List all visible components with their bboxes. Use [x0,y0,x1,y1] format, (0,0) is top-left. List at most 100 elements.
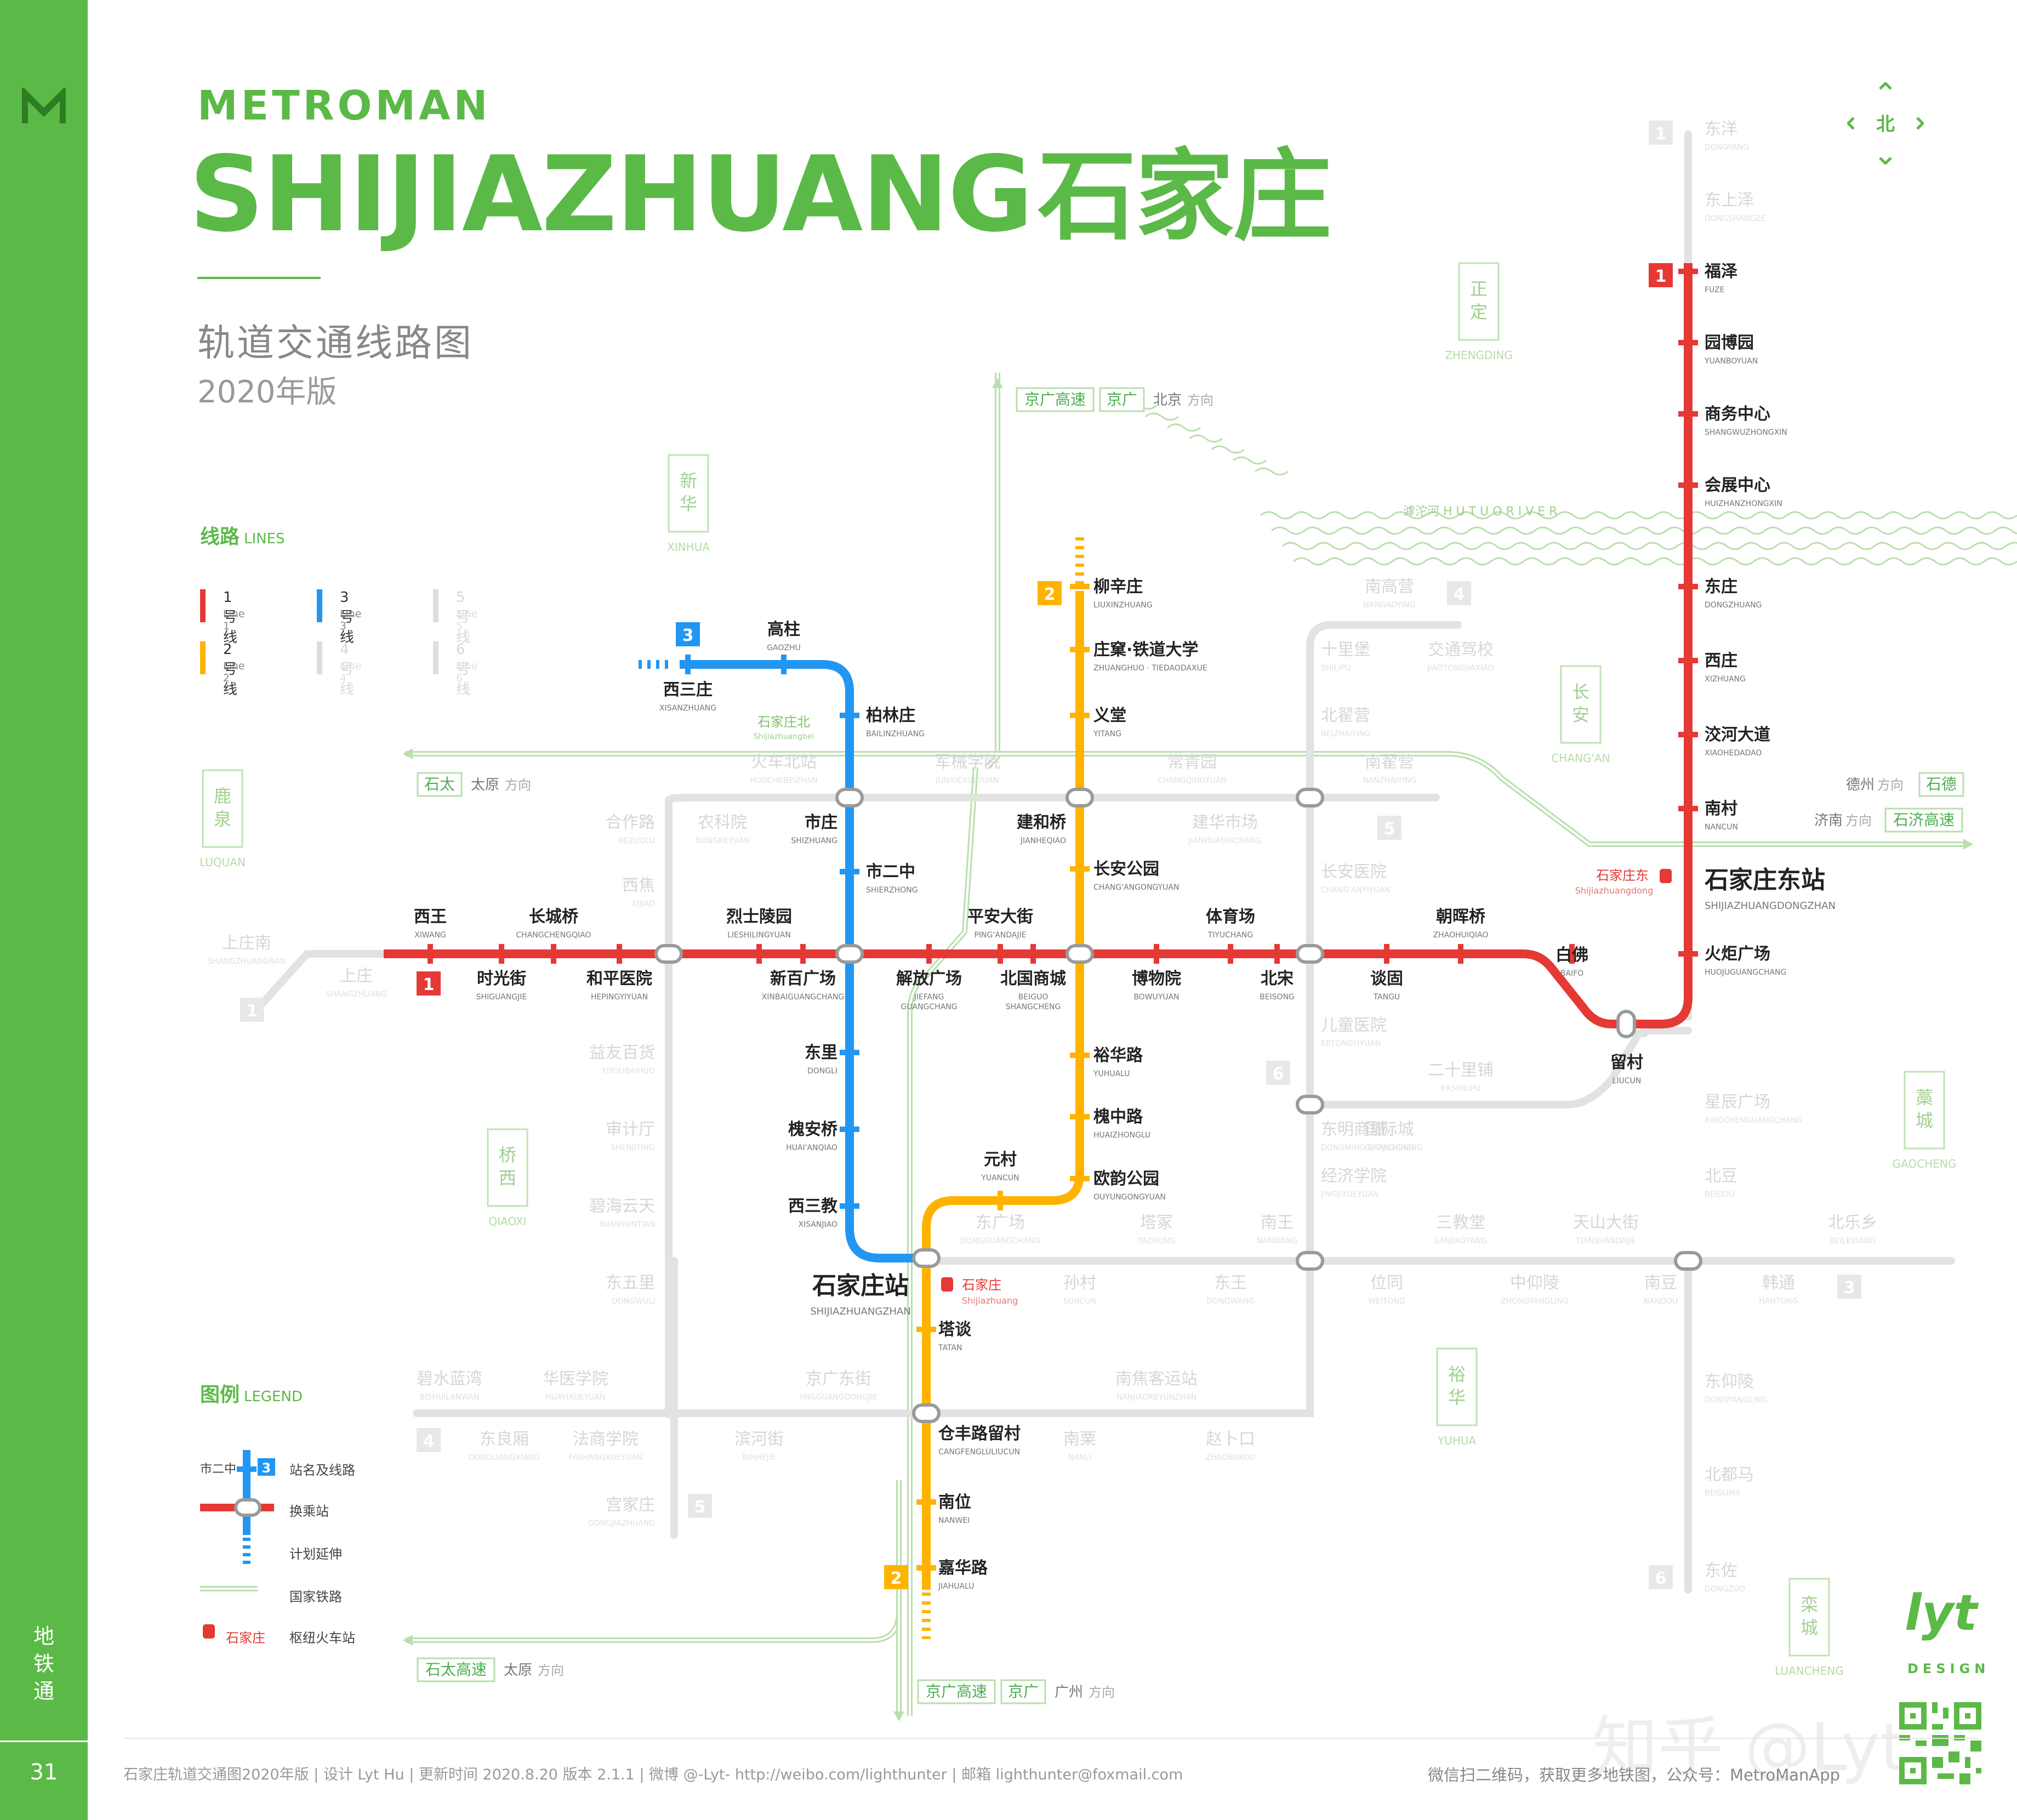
rail-track-inner [406,753,1968,845]
line1-station-en: TIYUCHANG [1207,931,1253,940]
planned-station-en: SHANGZHUANG [326,990,387,999]
planned-line-badge-number: 1 [1655,124,1667,144]
river-wave [1282,542,2017,550]
line1-station: 西庄 [1705,651,1737,670]
line1-station: 福泽 [1704,262,1737,281]
line1-station: 西王 [414,907,447,926]
rail-dir-beijing-tag [1016,387,1095,412]
line3-station: 市二中 [866,862,915,881]
legend-hub-sample: 石家庄 [226,1630,265,1646]
planned-station-en: NANLI [1068,1453,1091,1462]
planned-station-en: CHANGQINGYUAN [1158,776,1227,785]
line1-station: 东庄 [1705,577,1737,596]
planned-station-en: JINGJIXUEYUAN [1320,1190,1378,1199]
line3-station: 石家庄站 [812,1272,909,1300]
interchange-station [1674,1251,1702,1271]
line2-station-en: ZHUANGHUO · TIEDAODAXUE [1093,664,1207,673]
rail-dir-jinan-city: 济南 [1814,812,1843,829]
planned-station-en: NONGKEYUAN [695,837,750,845]
line1-station-en: GUANGCHANG [901,1003,957,1011]
sidebar-vertical-text: 地 铁 通 [33,1624,54,1703]
line1-station: 石家庄东站 [1705,866,1825,894]
line3-badge-number: 3 [682,626,694,645]
planned-station-en: JINGGUANGDONGJIE [799,1393,878,1402]
rail-station-east: 石家庄东 [1596,868,1649,883]
interchange-station [1296,944,1324,964]
line2-badge-number: 2 [891,1569,902,1588]
district-name: 城 [1916,1110,1933,1131]
river-wave [1167,423,1201,432]
planned-station-en: BEIDUMA [1705,1489,1741,1498]
line1-badge [1649,263,1673,287]
planned-station: 北都马 [1705,1465,1754,1485]
rail-station-north: 石家庄北 [757,714,810,730]
line2-station-en: YITANG [1093,730,1121,738]
district-name: 定 [1470,302,1488,322]
district-box [202,769,243,848]
rail-track-inner [909,767,977,1716]
planned-station-en: XINGCHENGUANGCHANG [1705,1116,1802,1125]
planned-station: 塔冢 [1140,1213,1173,1232]
line2-station: 嘉华路 [938,1559,988,1578]
planned-line-badge-number: 5 [694,1498,706,1517]
rail-dir-taiyuan-hs-city: 太原 [504,1662,532,1679]
line-legend-label-en: Line 5 [456,608,478,632]
district-box [1560,665,1602,744]
district-name: 安 [1572,704,1589,725]
planned-station-en: HEZUOLU [618,837,655,845]
rail-dir-taiyuan-hs-tag-text: 石太高速 [425,1660,487,1679]
planned-station: 南焦客运站 [1115,1369,1198,1389]
planned-station: 韩通 [1762,1273,1795,1293]
qr-code-icon[interactable] [1899,1702,1981,1784]
district-name-en: CHANG'AN [1551,752,1610,765]
planned-station-en: ERTONGYIYUAN [1321,1039,1381,1048]
line1-station: 北国商城 [1000,969,1066,988]
line1-station-en: JIEFANG [914,993,944,1002]
line1-station-en: YUANBOYUAN [1704,357,1758,366]
planned-station-en: NANGAOYING [1364,601,1416,610]
line2-station: 南位 [938,1493,971,1512]
planned-station-en: JIAOTONGJIAXIAO [1427,664,1494,673]
line1-station: 博物院 [1132,969,1181,988]
planned-station-en: DONGSHANGZE [1705,214,1766,223]
line1-station: 时光街 [477,969,526,988]
line1-station: 北宋 [1261,969,1294,988]
planned-line-badge [688,1494,712,1518]
line2-badge-number: 2 [1044,585,1056,604]
planned-station: 十里堡 [1321,640,1370,659]
district-name: 正 [1470,278,1488,299]
planned-station-en: SUNCUN [1063,1297,1096,1306]
interchange-station [835,944,864,964]
planned-station: 位同 [1370,1273,1403,1293]
planned-station: 赵卜口 [1206,1430,1255,1449]
planned-station-en: XIJIAO [632,900,655,908]
line1-station: 留村 [1610,1053,1643,1072]
interchange-station [1296,788,1324,807]
lyt-logo: lyt [1905,1584,1978,1642]
line1-station-en: LIESHILINGYUAN [727,931,791,940]
planned-station: 上庄南 [222,934,271,953]
line-legend-swatch [433,641,438,674]
rail-station-main: 石家庄 [962,1277,1001,1293]
rail-dir-guangzhou-tag-text: 京广 [1008,1682,1039,1700]
district-name-en: GAOCHENG [1893,1157,1957,1170]
river-wave [1293,557,2017,566]
planned-station-en: NANZHAIYING [1363,776,1416,785]
line2-station-en: JIAHUALU [938,1582,975,1591]
planned-station: 北翟营 [1321,706,1370,725]
planned-station: 星辰广场 [1705,1093,1770,1112]
city-title-en: SHIJIAZHUANG [189,134,1033,255]
line2-station-en: TATAN [938,1344,962,1352]
zhihu-watermark: 知乎 @Lyt [1592,1710,1906,1786]
district-name: 城 [1801,1617,1818,1638]
line1-path [384,263,1693,1028]
district-name: 长 [1572,681,1589,702]
river-wave [1260,511,2017,520]
planned-station: 南栗 [1063,1430,1096,1449]
line3-station-en: HUAI'ANQIAO [786,1144,837,1152]
line1-station-en: BEISONG [1260,993,1295,1002]
line3-station-en: XISANZHUANG [659,704,716,713]
planned-station-en: BEILEXIANG [1830,1237,1876,1245]
rail-arrow-icon [1963,839,1973,850]
planned-station-en: DONGWANG [1206,1297,1254,1306]
